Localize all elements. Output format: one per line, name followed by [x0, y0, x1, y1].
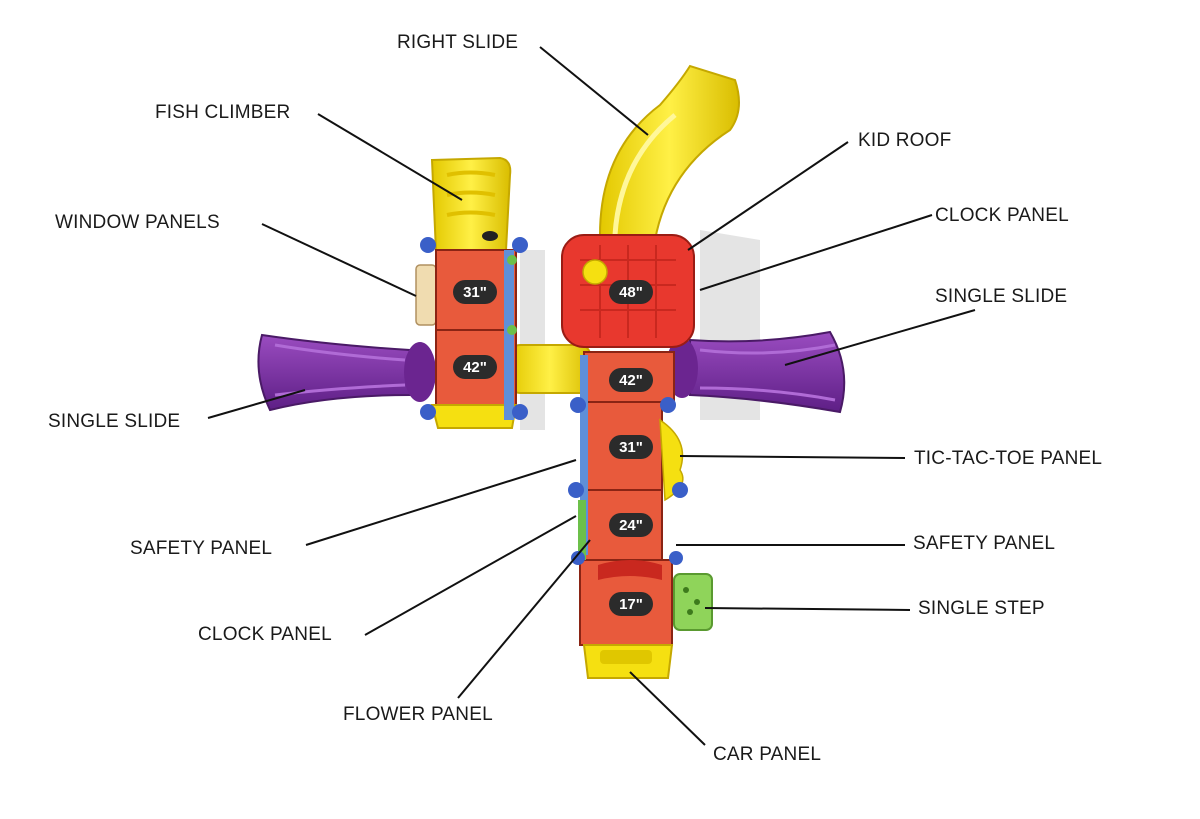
height-badge-31: 31": [609, 435, 653, 459]
label-car-panel: CAR PANEL: [713, 744, 822, 765]
height-31-text: 31": [619, 439, 643, 456]
single-slide-left-shape: [257, 333, 436, 412]
label-clock-panel-bottom: CLOCK PANEL: [198, 624, 332, 645]
height-badge-17: 17": [609, 592, 653, 616]
height-badge-roof: 48": [609, 280, 653, 304]
leader-single-slide-right: [784, 309, 976, 366]
height-center-text: 42": [619, 372, 643, 389]
leader-fish-climber: [317, 113, 463, 201]
label-flower-panel: FLOWER PANEL: [343, 704, 493, 725]
leader-single-step: [704, 607, 911, 611]
leader-tic-tac-toe: [679, 455, 906, 459]
label-single-slide-right: SINGLE SLIDE: [935, 286, 1068, 307]
label-single-slide-left: SINGLE SLIDE: [48, 411, 181, 432]
height-24-text: 24": [619, 517, 643, 534]
leader-kid-roof: [687, 141, 849, 251]
height-left-top-text: 31": [463, 284, 487, 301]
label-kid-roof: KID ROOF: [858, 130, 952, 151]
single-step-shape: [673, 573, 713, 631]
leader-flower-panel: [457, 539, 591, 699]
left-tower-shape: [415, 156, 528, 429]
height-17-text: 17": [619, 596, 643, 613]
label-single-step: SINGLE STEP: [918, 598, 1045, 619]
leader-clock-panel-bottom: [364, 515, 577, 636]
label-safety-panel-left: SAFETY PANEL: [130, 538, 273, 559]
leader-window-panels: [261, 223, 417, 297]
height-badge-left-top: 31": [453, 280, 497, 304]
leader-lines: [207, 46, 976, 746]
label-safety-panel-right: SAFETY PANEL: [913, 533, 1056, 554]
leader-single-slide-left: [207, 389, 306, 419]
height-left-bottom-text: 42": [463, 359, 487, 376]
leader-right-slide: [539, 46, 649, 136]
height-badge-center: 42": [609, 368, 653, 392]
label-fish-climber: FISH CLIMBER: [155, 102, 291, 123]
label-tic-tac-toe-panel: TIC-TAC-TOE PANEL: [914, 448, 1103, 469]
height-roof-text: 48": [619, 284, 643, 301]
label-right-slide: RIGHT SLIDE: [397, 32, 519, 53]
label-window-panels: WINDOW PANELS: [55, 212, 220, 233]
height-badge-left-bottom: 42": [453, 355, 497, 379]
central-tower-shape: [568, 351, 688, 679]
leader-safety-panel-left: [305, 459, 577, 546]
right-slide-shape: [598, 64, 740, 242]
leader-car-panel: [629, 671, 706, 746]
tube-connector: [509, 344, 591, 394]
label-clock-panel-top: CLOCK PANEL: [935, 205, 1069, 226]
single-slide-right-shape: [666, 330, 846, 414]
leader-clock-panel-top: [699, 214, 933, 291]
height-badge-24: 24": [609, 513, 653, 537]
